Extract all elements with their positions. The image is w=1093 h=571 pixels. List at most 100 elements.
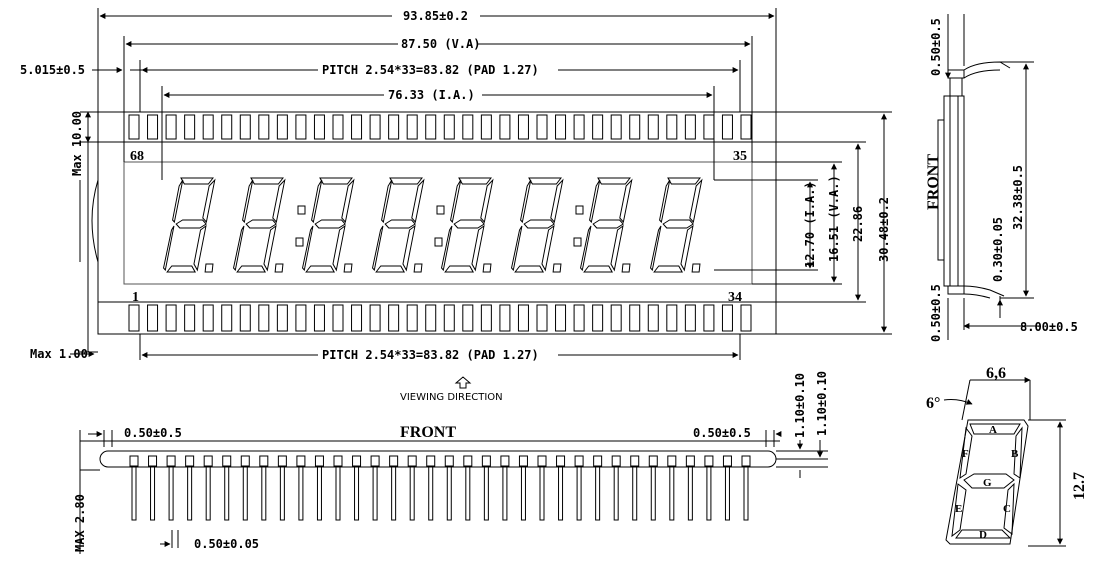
bottom-pad [499, 304, 511, 332]
arrow-up-icon [454, 376, 472, 389]
digit-segment [649, 225, 662, 272]
digit [232, 177, 286, 273]
dim-ia-width: 76.33 (I.A.) [388, 88, 475, 102]
digit-segment [579, 225, 592, 272]
segment-angle-label: 6° [926, 395, 940, 412]
front-pin-leg [242, 465, 248, 521]
bottom-pad [684, 304, 696, 332]
digit-segment [245, 219, 277, 229]
top-pad [443, 114, 455, 140]
top-pad [592, 114, 604, 140]
front-pin-head [741, 455, 751, 467]
bottom-pad [647, 304, 659, 332]
front-pin-head [222, 455, 232, 467]
digit-segment [550, 178, 564, 224]
top-pad [258, 114, 270, 140]
digit-segment [659, 179, 671, 224]
dim-front-right-margin: 0.50±0.5 [693, 426, 751, 440]
front-pin-leg [539, 465, 545, 521]
top-pad [332, 114, 344, 140]
bottom-pad [666, 304, 678, 332]
bottom-pad [147, 304, 159, 332]
top-pad [703, 114, 715, 140]
digit-segment [242, 179, 254, 224]
bottom-pad [184, 304, 196, 332]
digit-segment [541, 224, 555, 272]
front-pin-leg [446, 465, 452, 521]
bottom-pad [239, 304, 251, 332]
digit-segment [180, 177, 214, 185]
dim-front-left-margin: 0.50±0.5 [124, 426, 182, 440]
digit [510, 177, 564, 273]
digit-segment [162, 225, 175, 272]
digit [301, 177, 355, 273]
pin-label-35: 35 [733, 149, 747, 164]
bottom-pad [202, 304, 214, 332]
bottom-pad [573, 304, 585, 332]
digit-segment [301, 225, 314, 272]
segment-width-label: 6,6 [986, 365, 1006, 382]
decimal-point [343, 263, 353, 273]
front-pin-leg [650, 465, 656, 521]
dim-ia-height: 12.70 (I.A.) [803, 181, 817, 268]
top-pad [573, 114, 585, 140]
front-pin-head [463, 455, 473, 467]
front-pin-leg [724, 465, 730, 521]
digit-segment [589, 179, 601, 224]
top-pad [369, 114, 381, 140]
top-pad [666, 114, 678, 140]
top-pins [128, 114, 752, 140]
front-pin-leg [168, 465, 174, 521]
bottom-pad [721, 304, 733, 332]
front-pin-head [704, 455, 714, 467]
front-pin-head [593, 455, 603, 467]
decimal-point [552, 263, 562, 273]
top-pad [647, 114, 659, 140]
segment-label-c: C [1003, 503, 1011, 515]
digit-segment [305, 265, 336, 273]
viewing-direction-label: VIEWING DIRECTION [400, 392, 503, 403]
dim-front-max-height: MAX 2.80 [73, 494, 87, 552]
bottom-pad [536, 304, 548, 332]
digit-segment [332, 224, 346, 272]
front-pin-leg [224, 465, 230, 521]
front-pin-head [648, 455, 658, 467]
digit-segment [510, 225, 523, 272]
pin-label-68: 68 [130, 149, 144, 164]
colon-dot [575, 205, 584, 215]
colon-dot [297, 205, 306, 215]
front-pin-leg [391, 465, 397, 521]
dim-22-86: 22.86 [851, 206, 865, 242]
front-pin-leg [483, 465, 489, 521]
top-pad [499, 114, 511, 140]
front-pin-leg [205, 465, 211, 521]
front-pin-head [277, 455, 287, 467]
decimal-point [204, 263, 214, 273]
front-pin-head [314, 455, 324, 467]
front-pin-leg [669, 465, 675, 521]
dim-side-height: 32.38±0.5 [1011, 165, 1025, 230]
digit [162, 177, 216, 273]
digit-segment [583, 265, 614, 273]
front-pin-head [630, 455, 640, 467]
top-pad [202, 114, 214, 140]
bottom-pad [128, 304, 140, 332]
front-pin-head [240, 455, 250, 467]
digit-segment [341, 178, 355, 224]
digit-segment [592, 219, 624, 229]
digit-segment [263, 224, 277, 272]
front-pin-leg [428, 465, 434, 521]
top-pad [555, 114, 567, 140]
front-pin-leg [465, 465, 471, 521]
bottom-pad [369, 304, 381, 332]
segment-label-b: B [1011, 448, 1019, 460]
digit-segment [172, 179, 184, 224]
top-pad [165, 114, 177, 140]
digit-segment [371, 225, 384, 272]
front-pin-head [667, 455, 677, 467]
top-pad [536, 114, 548, 140]
bottom-pad [740, 304, 752, 332]
dim-overall-width: 93.85±0.2 [403, 9, 468, 23]
digit-segment [175, 219, 207, 229]
top-pad [740, 114, 752, 140]
